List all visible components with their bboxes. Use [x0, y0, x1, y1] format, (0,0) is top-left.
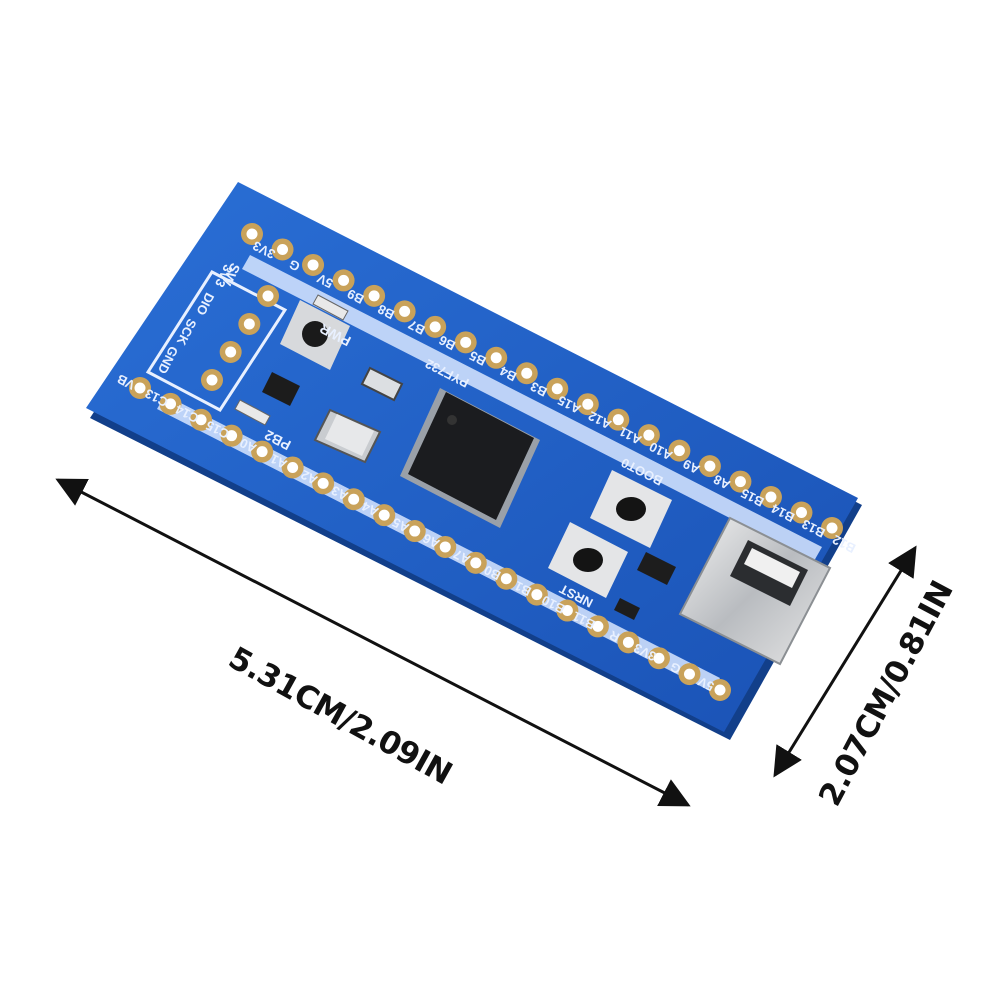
swd-pin-hole — [262, 290, 274, 302]
pin-hole — [256, 446, 268, 458]
pin-label: A1 — [268, 451, 290, 472]
pin-label: A9 — [681, 456, 703, 477]
pin-label: A3 — [329, 483, 351, 504]
crystal-small — [360, 366, 404, 402]
length-dimension-line — [55, 478, 691, 807]
pin-hole — [317, 477, 329, 489]
swd-pin-hole — [206, 374, 218, 386]
pin-label: B8 — [375, 301, 397, 322]
usb-c-connector — [678, 516, 832, 666]
swd-header-pins — [201, 285, 279, 391]
pin-hole — [683, 668, 695, 680]
regulator — [262, 372, 300, 406]
pin-hole — [612, 414, 624, 426]
pin-label: B1 — [512, 578, 534, 599]
pin-label: B9 — [345, 286, 367, 307]
pin-hole — [348, 493, 360, 505]
pin-label: A0 — [237, 435, 259, 456]
pin-hole — [246, 228, 258, 240]
pin-hole — [368, 290, 380, 302]
pin-hole — [704, 460, 716, 472]
smd-component — [637, 552, 676, 585]
pin-hole — [592, 620, 604, 632]
pin-hole — [795, 507, 807, 519]
pin-hole — [643, 429, 655, 441]
led-pwr — [312, 294, 349, 321]
pin-hole — [195, 414, 207, 426]
pin-hole — [409, 525, 421, 537]
pin-label: A8 — [711, 472, 733, 493]
pin-hole — [673, 445, 685, 457]
pin-label: A6 — [420, 531, 442, 552]
pin-label: B6 — [436, 332, 458, 353]
crystal-large — [313, 408, 382, 464]
pin-hole — [521, 367, 533, 379]
power-button — [280, 300, 350, 370]
pin-hole — [378, 509, 390, 521]
pin-hole — [429, 321, 441, 333]
pin-label: B7 — [406, 317, 428, 338]
pin-label: B3 — [528, 379, 550, 400]
pin-hole — [460, 336, 472, 348]
top-pin-row — [241, 223, 843, 539]
led-pb2 — [234, 399, 271, 426]
boot-button — [590, 470, 672, 548]
pin-label: A7 — [451, 546, 473, 567]
pin-hole — [531, 589, 543, 601]
pin-hole — [490, 352, 502, 364]
pin-hole — [307, 259, 319, 271]
pin-label: A5 — [390, 515, 412, 536]
pin-hole — [338, 274, 350, 286]
smd-component — [614, 598, 640, 620]
pin-hole — [622, 636, 634, 648]
pin-label: A2 — [298, 467, 320, 488]
pin-hole — [165, 398, 177, 410]
pin-label: B5 — [467, 348, 489, 369]
pin-hole — [551, 383, 563, 395]
pin-hole — [734, 476, 746, 488]
pin-hole — [765, 491, 777, 503]
reset-button — [548, 522, 628, 598]
pin-hole — [653, 652, 665, 664]
pin-label: A4 — [359, 498, 381, 519]
swd-pin-hole — [225, 346, 237, 358]
pin-hole — [714, 684, 726, 696]
silkscreen-top-rail — [242, 255, 822, 561]
pin-label: B0 — [481, 562, 503, 583]
pin-label: VB — [115, 371, 138, 393]
pin-hole — [470, 557, 482, 569]
pin-hole — [439, 541, 451, 553]
mcu-chip — [400, 388, 540, 528]
swd-pin-hole — [243, 318, 255, 330]
pin-hole — [287, 461, 299, 473]
bottom-pin-row — [129, 377, 731, 701]
pin-hole — [277, 243, 289, 255]
pin-hole — [500, 573, 512, 585]
pin-hole — [582, 398, 594, 410]
pin-hole — [399, 305, 411, 317]
pin-hole — [826, 522, 838, 534]
pin-hole — [226, 430, 238, 442]
pin-label: B4 — [497, 363, 519, 384]
pin-hole — [561, 605, 573, 617]
pin-hole — [134, 382, 146, 394]
pin-label: 5V — [695, 674, 716, 695]
pin-label: 5V — [314, 271, 335, 292]
width-dimension-line — [773, 545, 917, 778]
